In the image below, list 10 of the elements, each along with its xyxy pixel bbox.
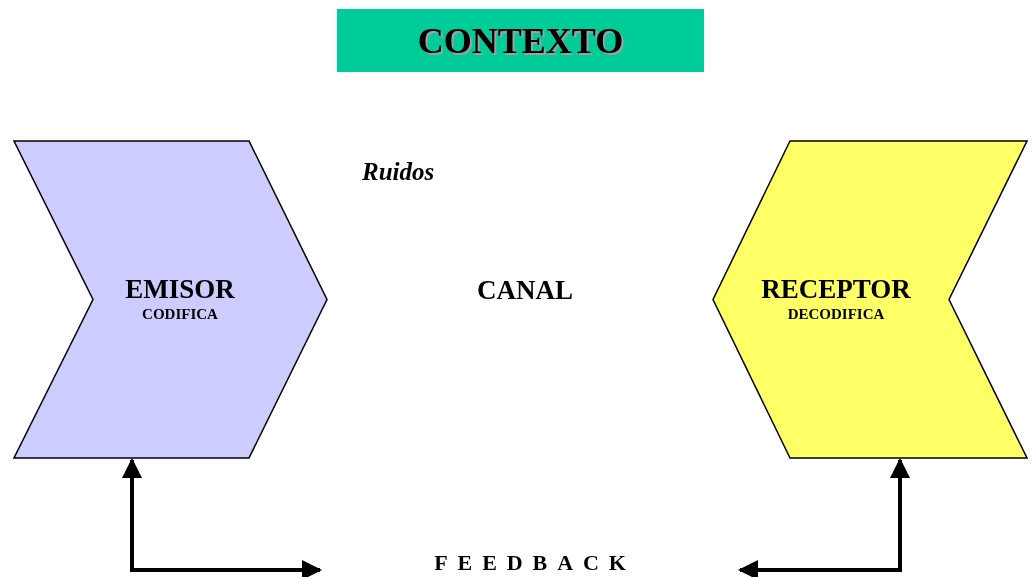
feedback-arrow — [738, 458, 910, 577]
node-label: FEEDBACK — [410, 547, 660, 577]
title-banner: CONTEXTO — [337, 9, 704, 72]
node-subtitle: DECODIFICA — [787, 305, 885, 323]
node-title: EMISOR — [125, 273, 235, 305]
node-subtitle: CODIFICA — [142, 305, 218, 323]
feedback-arrow — [122, 458, 322, 577]
node-title: RECEPTOR — [761, 273, 911, 305]
node-label: CANAL — [455, 272, 595, 308]
noise-label: Ruidos — [362, 157, 435, 187]
